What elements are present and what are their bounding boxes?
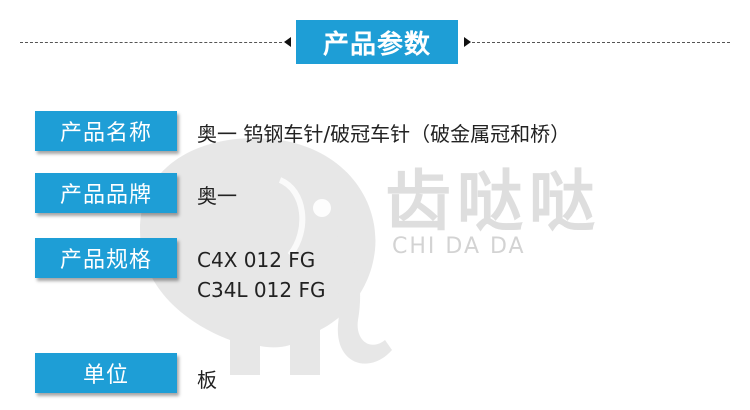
header-divider-right (472, 42, 730, 43)
header-divider-left (20, 42, 282, 43)
arrow-right-icon (464, 37, 471, 47)
label-product-brand: 产品品牌 (35, 173, 177, 213)
watermark-brand-cn: 齿哒哒 (385, 163, 601, 240)
value-product-name: 奥一 钨钢车针/破冠车针（破金属冠和桥） (197, 122, 571, 146)
label-unit: 单位 (35, 353, 177, 393)
value-product-spec: C4X 012 FG C34L 012 FG (197, 245, 325, 305)
spec-line: C34L 012 FG (197, 278, 326, 302)
arrow-left-icon (284, 37, 291, 47)
section-title: 产品参数 (296, 20, 458, 64)
value-product-brand: 奥一 (197, 184, 237, 208)
watermark-brand-en: CHI DA DA (392, 234, 526, 259)
value-unit: 板 (197, 368, 217, 392)
elephant-logo-icon (140, 138, 392, 375)
label-product-name: 产品名称 (35, 111, 177, 151)
label-product-spec: 产品规格 (35, 238, 177, 278)
spec-line: C4X 012 FG (197, 248, 316, 272)
